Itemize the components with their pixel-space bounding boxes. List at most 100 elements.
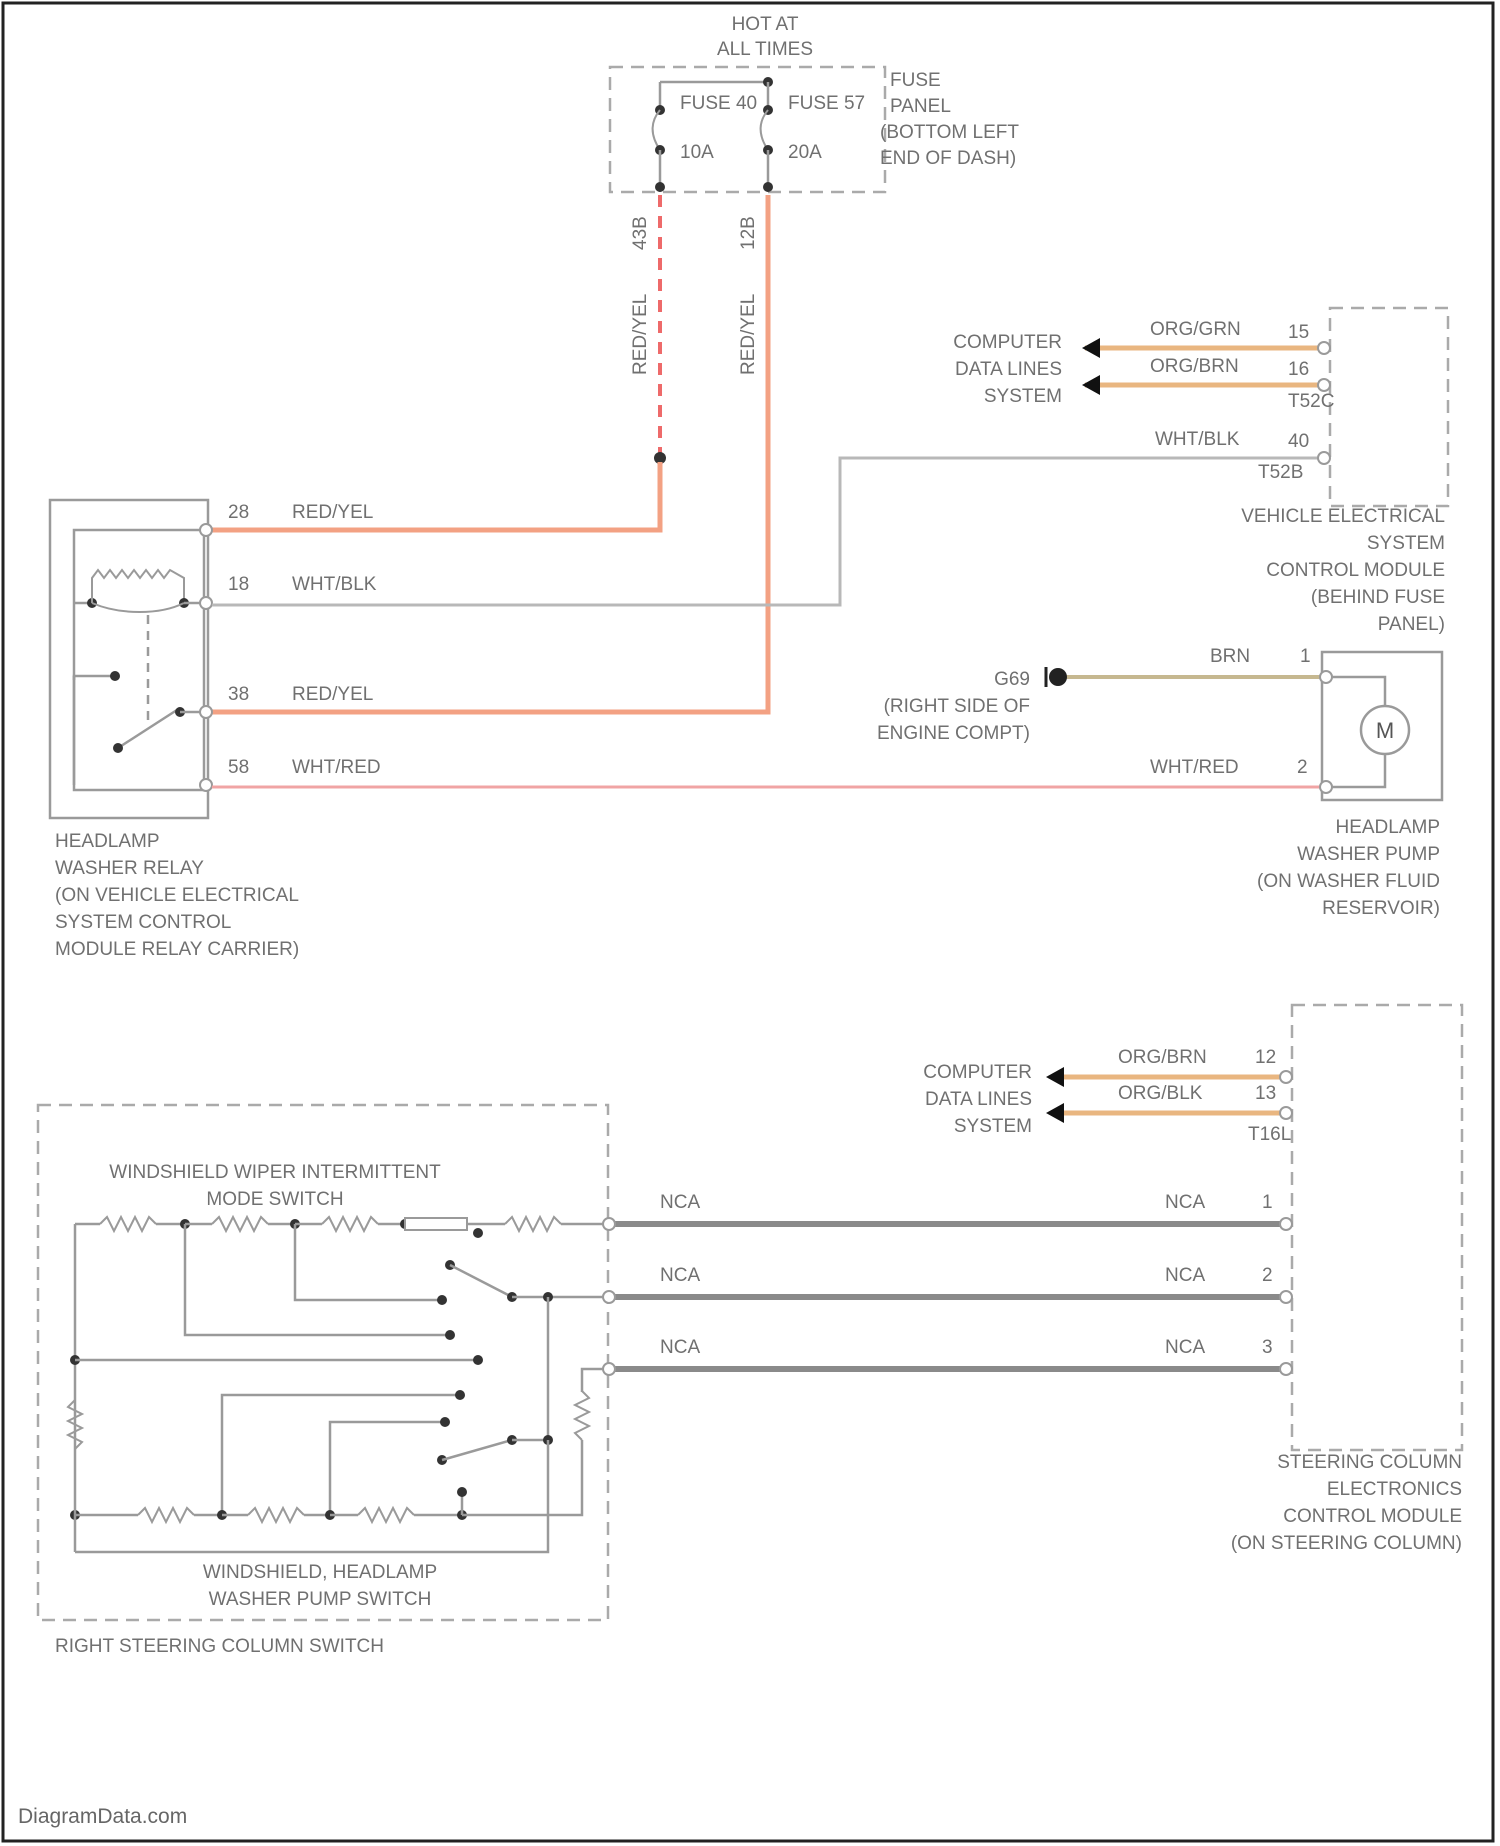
fuse-panel-box bbox=[610, 67, 885, 192]
vecm-data-lines-2: DATA LINES bbox=[955, 359, 1062, 380]
relay-pin-58: 58 bbox=[228, 757, 249, 778]
sccm-data-lines-3: SYSTEM bbox=[954, 1116, 1032, 1137]
vecm-label-2: SYSTEM bbox=[1367, 533, 1445, 554]
pump-label-4: RESERVOIR) bbox=[1322, 898, 1440, 919]
pump-red-color: WHT/RED bbox=[1150, 757, 1239, 778]
ground-location-2: ENGINE COMPT) bbox=[877, 723, 1030, 744]
motor-symbol: M bbox=[1376, 718, 1394, 743]
hot-label-line2: ALL TIMES bbox=[717, 39, 813, 60]
wire-relay-pin38 bbox=[212, 195, 768, 712]
wiper-switch-label-2: MODE SWITCH bbox=[206, 1189, 343, 1210]
ground-symbol bbox=[1046, 667, 1067, 687]
vecm-connector: T52C bbox=[1288, 391, 1334, 412]
pump-label-2: WASHER PUMP bbox=[1297, 844, 1440, 865]
sccm: COMPUTER DATA LINES SYSTEM ORG/BRN 12 OR… bbox=[615, 1005, 1462, 1554]
relay-label-1: HEADLAMP bbox=[55, 831, 160, 852]
relay-pin-28: 28 bbox=[228, 502, 249, 523]
vecm-wire-1-color: ORG/GRN bbox=[1150, 319, 1241, 340]
vecm-wire-2-color: ORG/BRN bbox=[1150, 356, 1239, 377]
nca-1-pin: 1 bbox=[1262, 1192, 1273, 1213]
sccm-wire-1-pin: 12 bbox=[1255, 1047, 1276, 1068]
relay-pin-58-color: WHT/RED bbox=[292, 757, 381, 778]
nca-3-pin: 3 bbox=[1262, 1337, 1273, 1358]
fuse-panel-location-3: (BOTTOM LEFT bbox=[880, 122, 1019, 143]
fuse-57-rating: 20A bbox=[788, 142, 822, 163]
pump-red-pin: 2 bbox=[1297, 757, 1308, 778]
washer-switch-label-1: WINDSHIELD, HEADLAMP bbox=[203, 1562, 437, 1583]
wire-43b-circuit: 43B bbox=[630, 216, 651, 250]
fuse-panel-location-2: PANEL bbox=[890, 96, 951, 117]
nca-2-left: NCA bbox=[660, 1265, 700, 1286]
fuse-panel-location-4: END OF DASH) bbox=[880, 148, 1016, 169]
right-steering-column-switch-label: RIGHT STEERING COLUMN SWITCH bbox=[55, 1636, 384, 1657]
watermark: DiagramData.com bbox=[18, 1805, 187, 1828]
washer-resistor-ladder bbox=[70, 1440, 582, 1522]
nca-1-left: NCA bbox=[660, 1192, 700, 1213]
vecm-data-lines-1: COMPUTER bbox=[953, 332, 1062, 353]
wiper-switch-label-1: WINDSHIELD WIPER INTERMITTENT bbox=[109, 1162, 441, 1183]
wire-43b-color: RED/YEL bbox=[630, 294, 651, 375]
fuse-57-label: FUSE 57 bbox=[788, 93, 865, 114]
ground-location-1: (RIGHT SIDE OF bbox=[884, 696, 1030, 717]
sccm-connector: T16L bbox=[1248, 1124, 1291, 1145]
ground-id: G69 bbox=[994, 669, 1030, 690]
vecm-wire-1-pin: 15 bbox=[1288, 322, 1309, 343]
vecm-wht-color: WHT/BLK bbox=[1155, 429, 1240, 450]
wire-12b-color: RED/YEL bbox=[738, 294, 759, 375]
wiper-resistor-ladder bbox=[75, 1217, 606, 1238]
sccm-label-3: CONTROL MODULE bbox=[1283, 1506, 1462, 1527]
vecm-label-1: VEHICLE ELECTRICAL bbox=[1241, 506, 1445, 527]
vecm-wht-pin: 40 bbox=[1288, 431, 1309, 452]
sccm-data-lines-2: DATA LINES bbox=[925, 1089, 1032, 1110]
nca-2-right: NCA bbox=[1165, 1265, 1205, 1286]
vecm-wire-2-pin: 16 bbox=[1288, 359, 1309, 380]
fuse-57 bbox=[761, 82, 774, 192]
pump-label-3: (ON WASHER FLUID bbox=[1257, 871, 1440, 892]
headlamp-washer-relay: 28 RED/YEL 18 WHT/BLK 38 RED/YEL 58 WHT/… bbox=[50, 500, 381, 960]
relay-label-3: (ON VEHICLE ELECTRICAL bbox=[55, 885, 299, 906]
relay-pin-18: 18 bbox=[228, 574, 249, 595]
relay-label-2: WASHER RELAY bbox=[55, 858, 204, 879]
sccm-wire-2-pin: 13 bbox=[1255, 1083, 1276, 1104]
fuse-40 bbox=[653, 82, 666, 192]
relay-pin-38-color: RED/YEL bbox=[292, 684, 373, 705]
vecm-wht-connector: T52B bbox=[1258, 462, 1303, 483]
headlamp-washer-pump: M G69 (RIGHT SIDE OF ENGINE COMPT) BRN 1… bbox=[877, 646, 1442, 919]
wire-12b-circuit: 12B bbox=[738, 216, 759, 250]
sccm-label-2: ELECTRONICS bbox=[1327, 1479, 1462, 1500]
vecm: COMPUTER DATA LINES SYSTEM ORG/GRN 15 OR… bbox=[953, 308, 1448, 635]
vecm-label-4: (BEHIND FUSE bbox=[1311, 587, 1445, 608]
right-steering-column-switch: WINDSHIELD WIPER INTERMITTENT MODE SWITC… bbox=[38, 1105, 615, 1657]
vecm-data-arrow-2 bbox=[1082, 375, 1100, 395]
nca-3-left: NCA bbox=[660, 1337, 700, 1358]
sccm-data-arrow-1 bbox=[1046, 1067, 1064, 1087]
sccm-data-lines-1: COMPUTER bbox=[923, 1062, 1032, 1083]
nca-1-right: NCA bbox=[1165, 1192, 1205, 1213]
sccm-wire-2-color: ORG/BLK bbox=[1118, 1083, 1203, 1104]
relay-label-4: SYSTEM CONTROL bbox=[55, 912, 231, 933]
hot-label-line1: HOT AT bbox=[732, 14, 799, 35]
vecm-label-3: CONTROL MODULE bbox=[1266, 560, 1445, 581]
pump-label-1: HEADLAMP bbox=[1335, 817, 1440, 838]
fuse-panel-location-1: FUSE bbox=[890, 70, 941, 91]
sccm-wire-1-color: ORG/BRN bbox=[1118, 1047, 1207, 1068]
relay-label-5: MODULE RELAY CARRIER) bbox=[55, 939, 299, 960]
nca-3-right: NCA bbox=[1165, 1337, 1205, 1358]
nca-2-pin: 2 bbox=[1262, 1265, 1273, 1286]
sccm-label-4: (ON STEERING COLUMN) bbox=[1231, 1533, 1462, 1554]
relay-pin-18-color: WHT/BLK bbox=[292, 574, 377, 595]
relay-contact bbox=[74, 615, 206, 785]
washer-switch-label-2: WASHER PUMP SWITCH bbox=[209, 1589, 432, 1610]
vecm-label-5: PANEL) bbox=[1378, 614, 1445, 635]
relay-pin-38: 38 bbox=[228, 684, 249, 705]
fuse-panel: HOT AT ALL TIMES FUSE 40 FUSE 57 10A 20A… bbox=[610, 14, 1019, 192]
pump-brn-color: BRN bbox=[1210, 646, 1250, 667]
pump-brn-pin: 1 bbox=[1300, 646, 1311, 667]
relay-pin-28-color: RED/YEL bbox=[292, 502, 373, 523]
sccm-label-1: STEERING COLUMN bbox=[1277, 1452, 1462, 1473]
sccm-data-arrow-2 bbox=[1046, 1103, 1064, 1123]
relay-coil bbox=[74, 570, 206, 612]
vecm-data-arrow-1 bbox=[1082, 338, 1100, 358]
vecm-data-lines-3: SYSTEM bbox=[984, 386, 1062, 407]
